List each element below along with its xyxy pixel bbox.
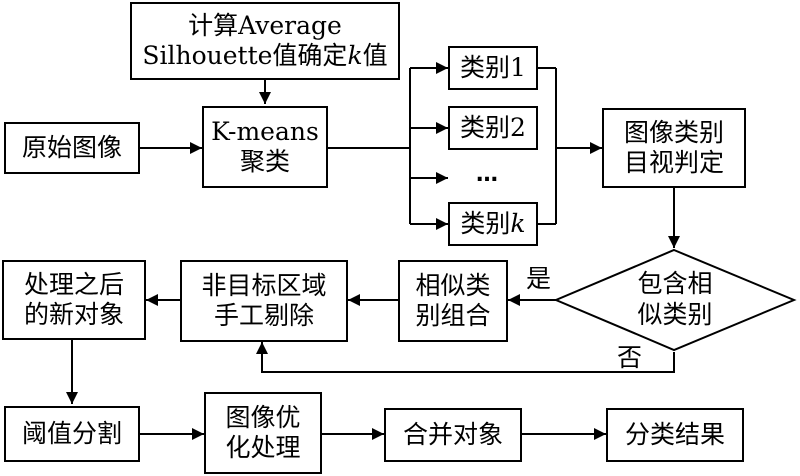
manual-removal-box: 非目标区域 手工剔除 bbox=[180, 260, 348, 342]
kmeans-line1: K-means bbox=[211, 116, 319, 146]
visual-judge-box: 图像类别 目视判定 bbox=[602, 108, 746, 188]
image-opt-line2: 化处理 bbox=[225, 433, 301, 462]
visual-judge-line2: 目视判定 bbox=[623, 148, 724, 177]
class-ellipsis: … bbox=[476, 162, 498, 187]
class2-label: 类别2 bbox=[460, 112, 526, 142]
class2-box: 类别2 bbox=[448, 106, 538, 150]
classk-label: 类别k bbox=[460, 209, 525, 240]
class1-box: 类别1 bbox=[448, 46, 538, 90]
contains-similar-decision: 包含相 似类别 bbox=[620, 268, 730, 331]
class1-label: 类别1 bbox=[460, 52, 526, 82]
contains-similar-line1: 包含相 bbox=[637, 269, 713, 298]
compute-k-line1: 计算Average bbox=[188, 10, 342, 40]
kmeans-box: K-means 聚类 bbox=[202, 106, 328, 188]
result-box: 分类结果 bbox=[606, 408, 744, 462]
kmeans-line2: 聚类 bbox=[239, 147, 290, 176]
combine-similar-line1: 相似类 bbox=[415, 270, 491, 300]
new-objects-box: 处理之后 的新对象 bbox=[2, 260, 146, 340]
compute-k-line2-post: 值 bbox=[362, 41, 388, 70]
original-image-label: 原始图像 bbox=[21, 132, 122, 162]
new-objects-line1: 处理之后 bbox=[23, 269, 124, 299]
classk-variable: k bbox=[510, 208, 526, 238]
visual-judge-line1: 图像类别 bbox=[623, 117, 724, 147]
threshold-seg-label: 阈值分割 bbox=[21, 418, 122, 448]
classk-label-pre: 类别 bbox=[460, 208, 511, 238]
arrow-no-to-removal bbox=[256, 342, 675, 373]
compute-k-line2: Silhouette值确定k值 bbox=[142, 41, 387, 72]
original-image-box: 原始图像 bbox=[4, 122, 140, 174]
classk-box: 类别k bbox=[448, 202, 538, 246]
combine-similar-line2: 别组合 bbox=[415, 301, 491, 330]
no-label: 否 bbox=[617, 343, 643, 372]
compute-k-box: 计算Average Silhouette值确定k值 bbox=[130, 2, 400, 80]
manual-removal-line1: 非目标区域 bbox=[201, 270, 327, 300]
result-label: 分类结果 bbox=[624, 419, 725, 449]
new-objects-line2: 的新对象 bbox=[23, 300, 124, 329]
combine-similar-box: 相似类 别组合 bbox=[398, 260, 508, 342]
image-opt-line1: 图像优 bbox=[225, 402, 301, 432]
contains-similar-line2: 似类别 bbox=[637, 300, 713, 330]
compute-k-variable: k bbox=[347, 41, 363, 70]
manual-removal-line2: 手工剔除 bbox=[213, 301, 314, 330]
yes-label: 是 bbox=[526, 264, 552, 293]
threshold-seg-box: 阈值分割 bbox=[4, 406, 140, 462]
image-opt-box: 图像优 化处理 bbox=[204, 392, 322, 474]
merge-objects-box: 合并对象 bbox=[384, 408, 522, 462]
decision-diamond-shape bbox=[553, 248, 797, 352]
merge-objects-label: 合并对象 bbox=[402, 419, 503, 449]
compute-k-line2-pre: Silhouette值确定 bbox=[142, 41, 348, 70]
